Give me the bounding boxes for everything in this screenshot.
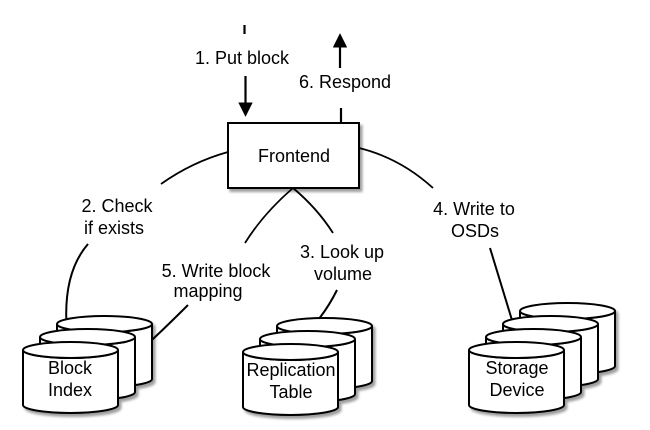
step-respond-label: 6. Respond [299, 72, 391, 92]
step-put-block-label: 1. Put block [195, 48, 290, 68]
write-osds-arrow [489, 247, 519, 333]
step-write-mapping-label-line1: 5. Write block [162, 261, 272, 281]
step-check-label-line1: 2. Check [81, 196, 153, 216]
replication-table-stack: Replication Table [242, 317, 373, 416]
storage-device-label-line2: Device [489, 380, 544, 400]
frontend-box [227, 122, 360, 189]
storage-device-stack: Storage Device [468, 302, 616, 414]
step-lookup-label-line2: volume [314, 264, 372, 284]
step-write-mapping-label-line2: mapping [173, 281, 242, 301]
storage-device-label-line1: Storage [485, 358, 548, 378]
block-index-label-line2: Index [48, 380, 92, 400]
replication-table-label-line1: Replication [246, 360, 335, 380]
step-check-label-line2: if exists [84, 218, 144, 238]
block-index-cylinders [22, 315, 153, 414]
storage-device-cylinders [468, 302, 616, 414]
frontend-label: Frontend [258, 146, 330, 166]
cylinder-top [468, 341, 565, 359]
replication-table-cylinders [242, 317, 373, 416]
replication-table-label-line2: Table [269, 382, 312, 402]
block-index-stack: Block Index [22, 315, 153, 414]
step-write-osds-label-line1: 4. Write to [433, 199, 515, 219]
frontend-node: Frontend [227, 122, 360, 189]
frontend-to-lookup-wire [292, 187, 334, 234]
frontend-to-check-wire [160, 151, 229, 185]
step-write-osds-label-line2: OSDs [451, 221, 499, 241]
step-lookup-label-line1: 3. Look up [300, 242, 384, 262]
block-index-label-line1: Block [48, 358, 93, 378]
cylinder-top [242, 343, 339, 361]
cylinder-top [22, 341, 119, 359]
frontend-to-mapping-wire [244, 187, 294, 244]
frontend-to-osds-wire [358, 147, 434, 189]
